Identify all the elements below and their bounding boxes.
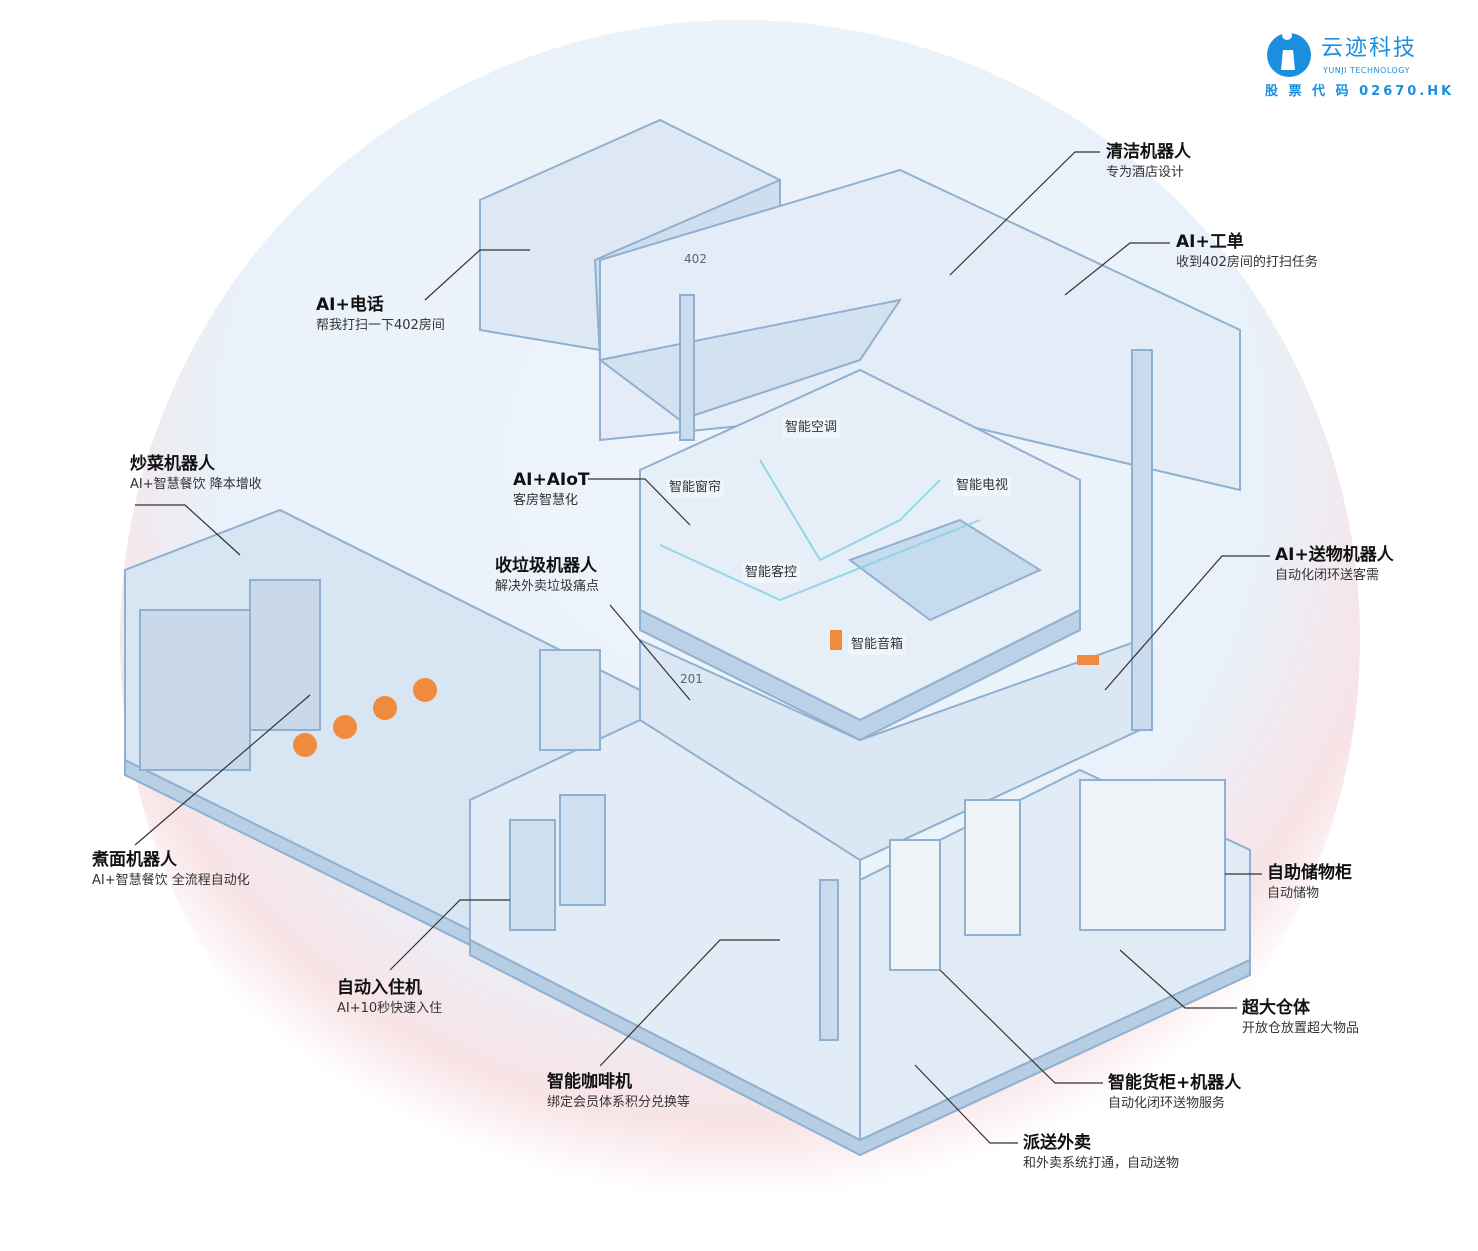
callout-delivery-robot: AI+送物机器人自动化闭环送客需	[1275, 545, 1394, 583]
company-logo: 云迹科技 YUNJI TECHNOLOGY 股 票 代 码 02670.HK	[1265, 32, 1451, 102]
room-number: 201	[680, 672, 703, 686]
tag-smart-ac: 智能空调	[782, 418, 841, 438]
cleaning-corridor	[599, 168, 1241, 492]
tag-smart-speaker: 智能音箱	[848, 635, 907, 655]
logo-emblem-icon	[1267, 32, 1311, 77]
leader-lines	[134, 151, 1270, 1144]
callout-ai-phone: AI+电话帮我打扫一下402房间	[316, 295, 445, 333]
tag-smart-room-control: 智能客控	[742, 563, 801, 583]
callout-takeout-delivery: 派送外卖和外卖系统打通，自动送物	[1023, 1133, 1180, 1171]
logo-name: 云迹科技	[1321, 36, 1418, 61]
callout-cleaning-robot: 清洁机器人专为酒店设计	[1106, 142, 1191, 180]
callout-large-storage: 超大仓体开放仓放置超大物品	[1242, 998, 1360, 1036]
callout-coffee-machine: 智能咖啡机绑定会员体系积分兑换等	[547, 1072, 691, 1110]
logo-english: YUNJI TECHNOLOGY	[1323, 66, 1410, 75]
callout-ai-work-order: AI+工单收到402房间的打扫任务	[1176, 232, 1318, 270]
callout-self-storage: 自助储物柜自动储物	[1267, 863, 1352, 901]
callout-garbage-robot: 收垃圾机器人解决外卖垃圾痛点	[495, 556, 600, 594]
check-in-kiosk	[509, 819, 556, 931]
callout-smart-shelf-robot: 智能货柜+机器人自动化闭环送物服务	[1108, 1073, 1242, 1111]
smart-shelf	[964, 799, 1021, 936]
lockers	[1079, 779, 1226, 931]
stock-code: 股 票 代 码 02670.HK	[1265, 84, 1455, 99]
room-number: 402	[684, 252, 707, 266]
tag-smart-curtain: 智能窗帘	[666, 478, 725, 498]
bed	[847, 518, 1043, 622]
cooking-robot	[139, 609, 251, 771]
tag-smart-tv: 智能电视	[953, 476, 1012, 496]
